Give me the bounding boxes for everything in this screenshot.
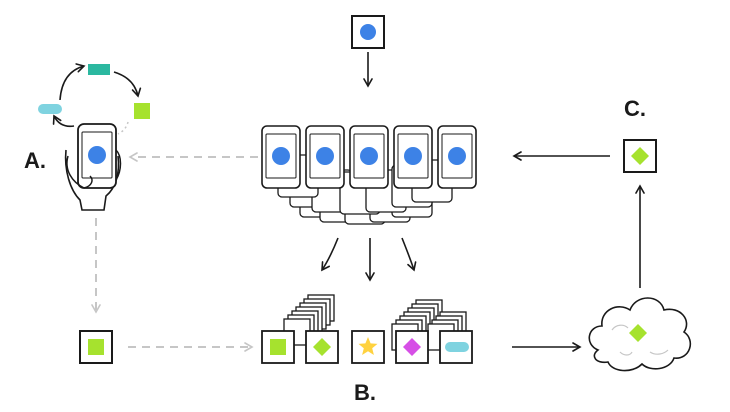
arrow-down-left — [321, 237, 339, 272]
cloud-icon — [588, 297, 692, 372]
label-c: C. — [624, 96, 646, 121]
square-shape — [270, 339, 286, 355]
diamond-shape — [631, 147, 649, 165]
improved-model-card — [623, 139, 657, 173]
circle-shape — [448, 147, 466, 165]
circle-shape — [404, 147, 422, 165]
device-training-cycle — [38, 63, 150, 135]
rectangle-shape — [88, 64, 110, 75]
star-shape — [358, 337, 378, 355]
circle-shape — [360, 24, 376, 40]
circle-shape — [360, 147, 378, 165]
circle-shape — [272, 147, 290, 165]
diamond-shape — [403, 338, 421, 356]
label-a: A. — [24, 148, 46, 173]
arrow-down-right — [401, 237, 417, 272]
phone-icon — [66, 123, 122, 189]
circle-shape — [316, 147, 334, 165]
update-cards-front — [261, 330, 473, 364]
diamond-shape — [313, 338, 331, 356]
label-b: B. — [354, 380, 376, 405]
phone-fleet — [261, 125, 477, 225]
diamond-shape — [629, 324, 647, 342]
square-shape — [88, 339, 104, 355]
pill-shape — [38, 104, 62, 114]
pill-shape — [445, 342, 469, 352]
square-shape — [134, 103, 150, 119]
local-update-card — [79, 330, 113, 364]
global-model-card — [351, 15, 385, 49]
circle-shape — [88, 146, 106, 164]
